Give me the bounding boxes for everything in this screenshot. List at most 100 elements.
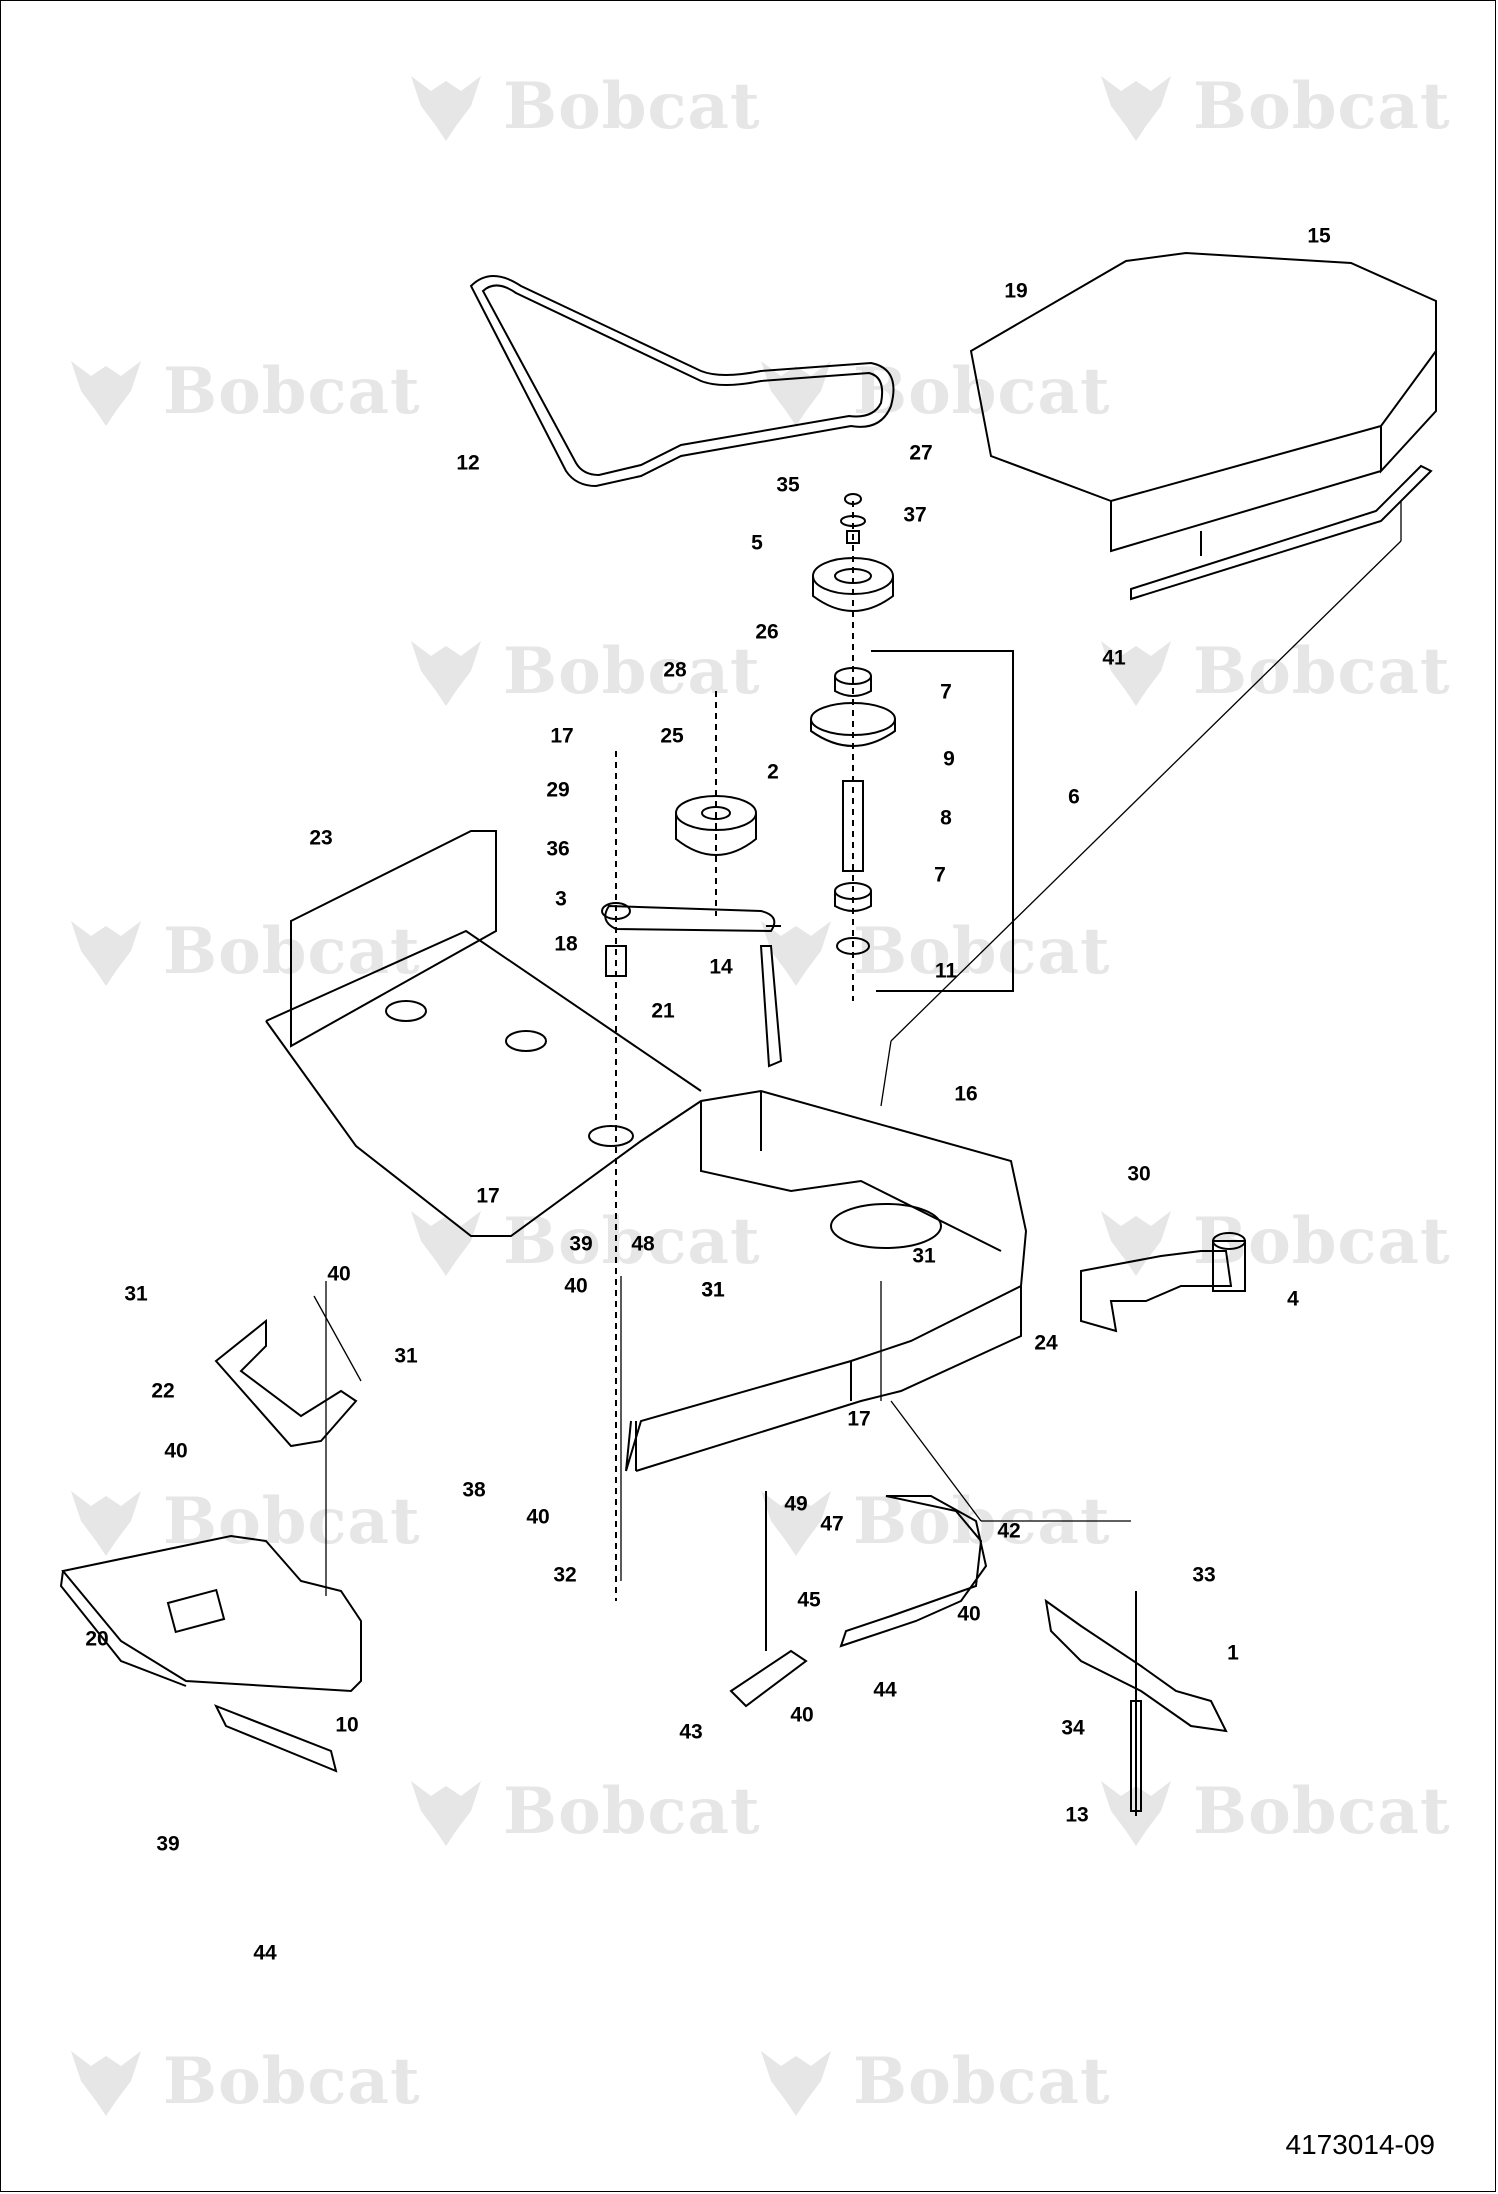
bobcat-logo-icon [761,921,831,986]
callout-label: 41 [1102,646,1126,670]
bobcat-logo-icon [71,1491,141,1556]
callout-label: 31 [394,1344,418,1368]
callout-label: 36 [546,837,570,861]
bobcat-logo-icon [71,361,141,426]
callout-label: 15 [1307,224,1331,248]
bobcat-logo-icon [1101,641,1171,706]
callout-label: 8 [940,806,952,830]
deck-cover [969,251,1437,601]
callout-label: 47 [820,1512,844,1536]
watermark: Bobcat [751,911,1111,991]
callout-label: 18 [554,932,578,956]
callout-label: 1 [1227,1641,1239,1665]
callout-label: 37 [903,503,927,527]
callout-label: 26 [755,620,779,644]
watermark-text: Bobcat [163,1483,421,1559]
watermark: Bobcat [401,1201,761,1281]
callout-label: 23 [309,826,333,850]
watermark: Bobcat [61,2041,421,2121]
mounting-bracket [1080,1232,1246,1333]
callout-label: 44 [873,1678,897,1702]
bobcat-logo-icon [71,2051,141,2116]
callout-label: 4 [1287,1287,1299,1311]
watermark: Bobcat [1091,631,1451,711]
callout-label: 40 [526,1505,550,1529]
callout-label: 34 [1061,1716,1085,1740]
callout-label: 19 [1004,279,1028,303]
callout-bracket-6 [871,650,1014,992]
anti-scalp-plate [729,1649,808,1708]
callout-label: 25 [660,724,684,748]
callout-label: 28 [663,658,687,682]
watermark-text: Bobcat [853,353,1111,429]
watermark-text: Bobcat [163,2043,421,2119]
callout-label: 21 [651,999,675,1023]
callout-label: 13 [1065,1803,1089,1827]
callout-label: 45 [797,1588,821,1612]
bobcat-logo-icon [411,1211,481,1276]
callout-label: 7 [940,680,952,704]
callout-label: 40 [957,1602,981,1626]
callout-label: 43 [679,1720,703,1744]
callout-label: 40 [164,1439,188,1463]
callout-label: 5 [751,531,763,555]
callout-label: 31 [912,1244,936,1268]
callout-label: 33 [1192,1563,1216,1587]
callout-label: 29 [546,778,570,802]
watermark: Bobcat [1091,66,1451,146]
callout-label: 40 [564,1274,588,1298]
callout-label: 39 [569,1232,593,1256]
callout-label: 31 [701,1278,725,1302]
watermark-text: Bobcat [1193,1773,1451,1849]
watermark-text: Bobcat [1193,633,1451,709]
watermark-text: Bobcat [1193,68,1451,144]
watermark: Bobcat [751,2041,1111,2121]
watermark: Bobcat [61,1481,421,1561]
callout-label: 6 [1068,785,1080,809]
watermark-text: Bobcat [503,1203,761,1279]
bobcat-logo-icon [1101,1211,1171,1276]
mower-blade [1044,1598,1228,1733]
bobcat-logo-icon [1101,76,1171,141]
callout-label: 49 [784,1492,808,1516]
watermark: Bobcat [401,66,761,146]
discharge-chute [59,1534,362,1693]
watermark-text: Bobcat [503,68,761,144]
callout-label: 31 [701,1278,725,1302]
callout-label: 24 [1034,1331,1058,1355]
deck-frame [265,830,1028,1472]
callout-label: 3 [555,887,567,911]
callout-label: 44 [253,1941,277,1965]
callout-label: 48 [631,1232,655,1256]
callout-label: 14 [709,955,733,979]
bobcat-logo-icon [761,1491,831,1556]
baffle [214,1318,358,1448]
callout-label: 17 [476,1184,500,1208]
callout-label: 22 [151,1379,175,1403]
watermark-text: Bobcat [503,1773,761,1849]
rear-baffle [839,1495,988,1648]
watermark-text: Bobcat [853,913,1111,989]
blade-bolt [1130,1700,1142,1812]
watermark-text: Bobcat [163,353,421,429]
callout-label: 39 [156,1832,180,1856]
callout-label: 20 [85,1627,109,1651]
callout-label: 35 [776,473,800,497]
callout-label: 30 [1127,1162,1151,1186]
callout-label: 12 [456,451,480,475]
idler-assembly [601,691,776,1601]
watermark-text: Bobcat [853,2043,1111,2119]
callout-label: 42 [997,1519,1021,1543]
drawing-number: 4173014-09 [1285,2129,1435,2160]
bobcat-logo-icon [761,2051,831,2116]
watermark: Bobcat [61,351,421,431]
bobcat-logo-icon [71,921,141,986]
spring [759,925,783,1068]
callout-label: 38 [462,1478,486,1502]
callout-label: 27 [909,441,933,465]
callout-label: 31 [124,1282,148,1306]
callout-label: 2 [767,760,779,784]
chute-strip [213,1704,338,1773]
callout-label: 32 [553,1563,577,1587]
